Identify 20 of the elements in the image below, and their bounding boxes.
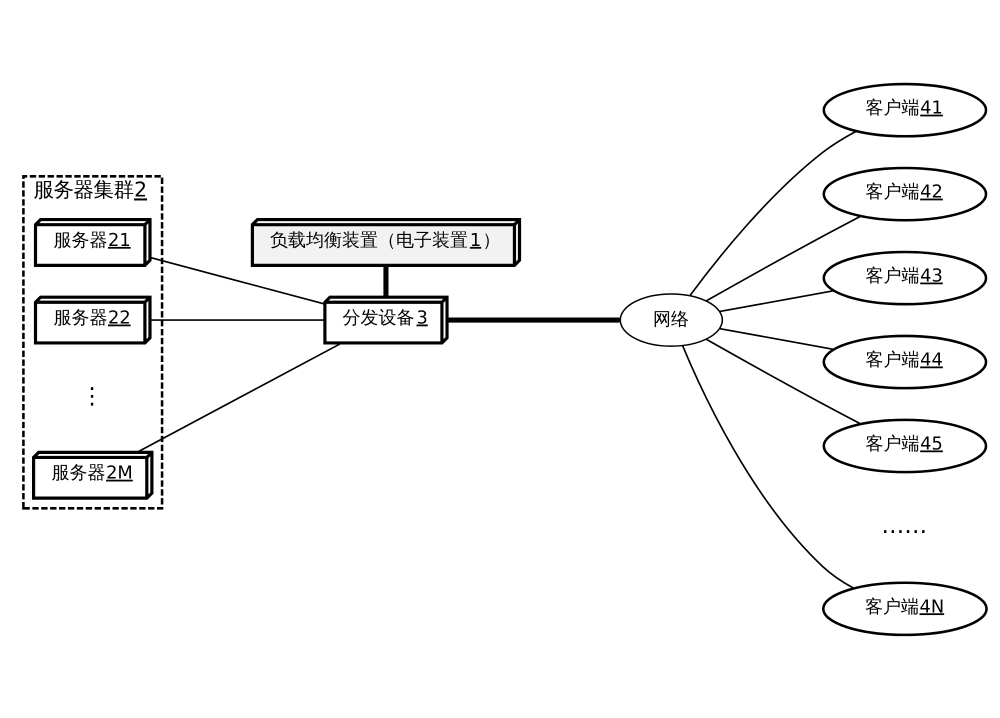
node-ellipse: 客户端4N <box>822 580 988 636</box>
label: …… <box>881 512 928 539</box>
label: ⋮ <box>80 382 104 409</box>
connector <box>383 264 388 297</box>
node-ellipse: 客户端44 <box>822 334 988 389</box>
connector <box>690 130 857 296</box>
node-ellipse: 客户端41 <box>822 82 988 138</box>
connector <box>136 342 342 453</box>
node-ellipse: 客户端42 <box>822 166 988 221</box>
connector <box>150 318 325 320</box>
node-ellipse: 客户端43 <box>822 250 988 305</box>
connector <box>720 289 834 312</box>
connector <box>682 344 854 589</box>
connector <box>720 327 834 350</box>
connector <box>150 256 326 304</box>
connector <box>706 338 862 424</box>
node-ellipse: 客户端45 <box>822 418 988 473</box>
node-ellipse: 网络 <box>620 292 724 346</box>
connector <box>447 317 620 322</box>
connector <box>706 214 862 301</box>
